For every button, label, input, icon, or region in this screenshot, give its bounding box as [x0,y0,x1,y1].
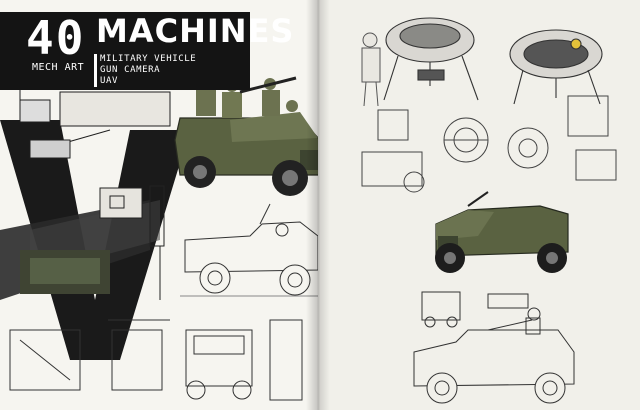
chapter-subtitle: MECH ART [32,62,85,73]
left-page: 40 MACHINES MECH ART MILITARY VEHICLE GU… [0,0,318,410]
right-page [318,0,640,410]
gun-camera-sketch [9,29,171,159]
chapter-header-band [0,12,250,90]
right-page-artwork [361,17,617,404]
chapter-title: MACHINES [96,12,295,50]
soldier-figure-sketch [361,32,381,107]
chapter-number: 40 [26,11,86,65]
topic-item: MILITARY VEHICLE [94,54,196,65]
topic-item: UAV [94,76,196,87]
uav-drone-sketch-open [509,29,603,105]
armored-jeep-illustration [435,191,569,273]
jeep-line-sketch [180,203,318,297]
left-page-artwork [0,29,318,401]
truck-front-sketch [9,319,303,401]
book-gutter [306,0,330,410]
military-jeep-illustration [174,76,318,196]
gun-jeep-sketch [413,291,575,404]
uav-drone-sketch [383,17,479,101]
v-graphic [0,120,190,360]
topic-item: GUN CAMERA [94,65,196,76]
topic-list: MILITARY VEHICLE GUN CAMERA UAV [94,54,196,87]
